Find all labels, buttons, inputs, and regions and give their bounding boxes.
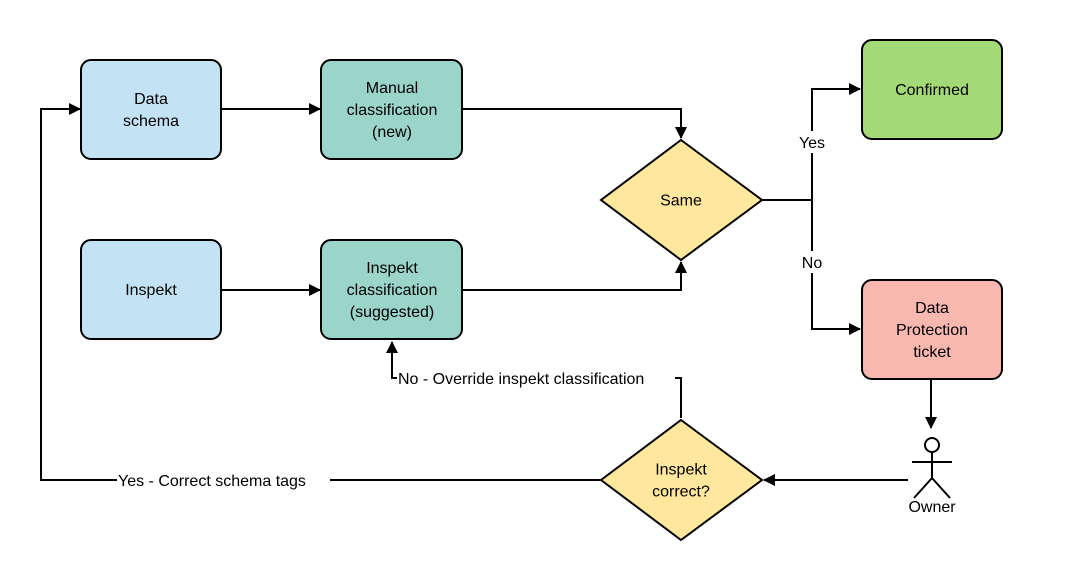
edge-same-to-data-protection-ticket (811, 200, 861, 335)
node-data-schema: Data schema (80, 59, 222, 160)
owner-actor: Owner (908, 437, 956, 516)
node-manual-classification: Manual classification (new) (320, 59, 463, 160)
node-label-line: classification (347, 282, 438, 299)
node-confirmed-label: Confirmed (895, 82, 969, 99)
node-data-schema-label: Data schema (123, 91, 179, 130)
node-same-label: Same (660, 193, 702, 210)
node-label-line: (new) (372, 124, 412, 141)
node-label-line: ticket (913, 344, 951, 361)
node-label-line: correct? (652, 484, 710, 501)
edge-label-yes: Yes (799, 135, 825, 152)
node-label-line: Inspekt (655, 462, 707, 479)
edge-labels: Yes No No - Override inspekt classificat… (117, 131, 828, 491)
edge-manual-classification-to-same (462, 108, 687, 139)
node-label-line: Confirmed (895, 82, 969, 99)
node-label-line: Data (134, 91, 168, 108)
node-label-line: classification (347, 102, 438, 119)
node-manual-classification-label: Manual classification (new) (347, 80, 438, 141)
node-same-shape (599, 138, 764, 262)
node-confirmed: Confirmed (861, 39, 1003, 140)
node-label-line: schema (123, 113, 179, 130)
node-data-schema-shape (80, 59, 222, 160)
owner-label: Owner (908, 499, 956, 516)
node-inspekt-correct-shape (599, 418, 764, 542)
node-inspekt-correct-label: Inspekt correct? (652, 462, 710, 501)
node-label-line: Data (915, 300, 949, 317)
edge-label-no: No (802, 255, 823, 272)
node-label-line: (suggested) (350, 304, 435, 321)
node-label-line: Inspekt (366, 260, 418, 277)
node-label-line: Protection (896, 322, 968, 339)
node-label-line: Inspekt (125, 282, 177, 299)
node-inspekt-classification: Inspekt classification (suggested) (320, 239, 463, 340)
stick-figure-icon (912, 437, 952, 499)
node-data-protection-ticket-shape (861, 279, 1003, 380)
edge-inspekt-classification-to-same (462, 261, 687, 291)
node-manual-classification-shape (320, 59, 463, 160)
node-inspekt-label: Inspekt (125, 282, 177, 299)
edge-label-override: No - Override inspekt classification (398, 371, 644, 388)
node-inspekt-correct-decision: Inspekt correct? (599, 418, 764, 542)
node-confirmed-shape (861, 39, 1003, 140)
node-label-line: Manual (366, 80, 418, 97)
node-inspekt-classification-label: Inspekt classification (suggested) (347, 260, 438, 321)
node-same-decision: Same (599, 138, 764, 262)
node-inspekt-classification-shape (320, 239, 463, 340)
node-label-line: Same (660, 193, 702, 210)
node-inspekt-shape (80, 239, 222, 340)
node-inspekt: Inspekt (80, 239, 222, 340)
edge-label-correct-schema-tags: Yes - Correct schema tags (118, 473, 306, 490)
